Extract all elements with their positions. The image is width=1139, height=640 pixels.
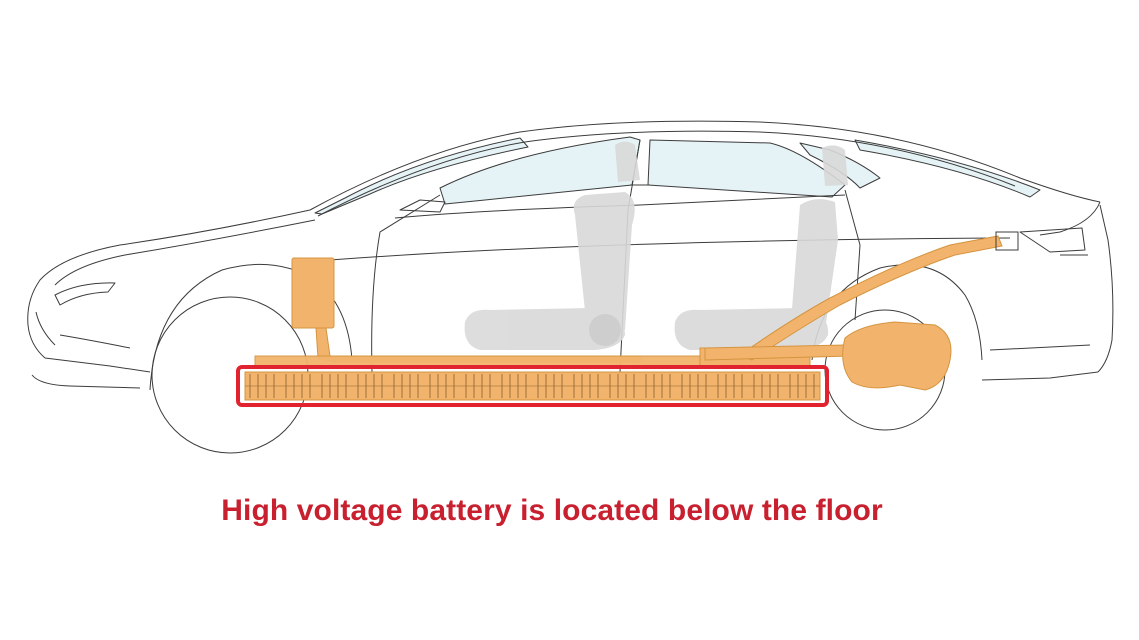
front-headrest (615, 141, 640, 182)
electronics-box-icon (291, 257, 335, 329)
rear-drive-unit-icon (842, 321, 952, 391)
front-seat-cushion (464, 308, 625, 350)
rear-door-window (647, 139, 846, 198)
car-cutaway-diagram (27, 120, 1114, 454)
rear-headrest (822, 145, 848, 186)
seats (464, 141, 848, 350)
rear-glass (854, 139, 1041, 198)
caption-text: High voltage battery is located below th… (221, 494, 883, 527)
battery-pack-icon (244, 371, 821, 401)
battery-highlight-box (236, 365, 829, 407)
rear-seat-cushion (674, 308, 829, 350)
front-seat-back (573, 192, 635, 340)
